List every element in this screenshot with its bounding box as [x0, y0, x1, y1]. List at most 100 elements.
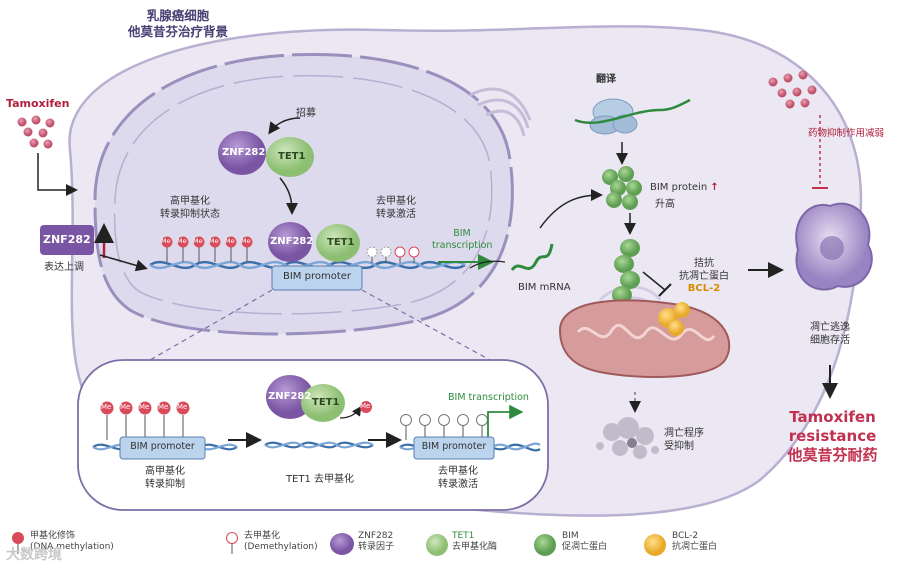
- apoptotic-cell-fragments: [596, 417, 659, 459]
- demethylation-line2: 转录激活: [376, 208, 416, 220]
- inset-step1-label: 高甲基化 转录抑制: [125, 466, 205, 491]
- bim-protein-sub: 升高: [655, 199, 675, 210]
- hypermethylation-line1: 高甲基化: [170, 196, 210, 207]
- legend-demethyl-line2: (Demethylation): [244, 542, 318, 553]
- bim-promoter-main: [271, 265, 363, 291]
- me-label-6: Me: [241, 237, 251, 245]
- inset-znf-label: ZNF282: [268, 391, 312, 402]
- inset-me-2: Me: [120, 403, 131, 411]
- tamoxifen-label: Tamoxifen: [6, 97, 70, 110]
- bim-transcription-label: BIM transcription: [432, 228, 492, 252]
- nucleus: [93, 52, 514, 336]
- drug-weakened-label: 药物抑制作用减弱: [808, 128, 885, 139]
- legend-bim-line2: 促凋亡蛋白: [562, 542, 608, 553]
- bim-protein-label: BIM protein ↑: [650, 182, 719, 195]
- mitochondrion: [558, 299, 731, 378]
- legend-bcl: BCL-2 抗凋亡蛋白: [672, 531, 717, 554]
- header-title: 乳腺癌细胞 他莫昔芬治疗背景: [118, 8, 238, 39]
- legend-methyl-line2: (DNA methylation): [30, 542, 114, 553]
- legend-bcl-line2: 抗凋亡蛋白: [672, 542, 718, 553]
- inset-step3-line1: 去甲基化: [438, 466, 478, 477]
- legend-demethyl: 去甲基化 (Demethylation): [244, 531, 318, 554]
- me-label-2: Me: [177, 237, 187, 245]
- resistance-line2: resistance: [788, 426, 877, 445]
- bim-transcription-line1: BIM: [453, 228, 471, 239]
- recruit-label: 招募: [296, 108, 316, 119]
- me-label-4: Me: [209, 237, 219, 245]
- bim-protein-cluster: [602, 166, 642, 210]
- promoter-znf-label: ZNF282: [270, 236, 314, 247]
- bim-protein-text: BIM protein: [650, 182, 708, 193]
- legend-znf: ZNF282 转录因子: [358, 531, 394, 554]
- bim-transcription-line2: transcription: [432, 239, 493, 251]
- demethylation-line1: 去甲基化: [376, 196, 416, 207]
- legend-bcl-line1: BCL-2: [672, 531, 699, 541]
- resistance-line1: Tamoxifen: [789, 408, 876, 426]
- apoptosis-inhibited-line2: 受抑制: [664, 440, 694, 452]
- tamoxifen-molecules-right: [768, 70, 817, 109]
- me-label-1: Me: [161, 237, 171, 245]
- antagonize-label: 拮抗 抗凋亡蛋白 BCL-2: [674, 258, 734, 296]
- inset-panel: [77, 359, 549, 511]
- legend-icons: [12, 532, 666, 556]
- translation-label: 翻译: [596, 74, 616, 85]
- recruit-znf-label: ZNF282: [222, 147, 266, 158]
- demethylated-sites-main: [366, 246, 420, 263]
- inset-step1-line2: 转录抑制: [145, 478, 185, 490]
- demethylation-label: 去甲基化 转录激活: [366, 196, 426, 221]
- inset-me-4: Me: [158, 403, 169, 411]
- inset-promoter-3: BIM promoter: [421, 441, 487, 452]
- legend-methyl-line1: 甲基化修饰: [30, 531, 76, 541]
- inset-step3-label: 去甲基化 转录激活: [418, 466, 498, 491]
- resistance-line3: 他莫昔芬耐药: [787, 445, 878, 464]
- surviving-cancer-cell: [795, 202, 873, 291]
- escape-line2: 细胞存活: [810, 334, 850, 346]
- ribosome: [589, 98, 638, 135]
- inset-step2-label: TET1 去甲基化: [285, 474, 355, 485]
- header-line1: 乳腺癌细胞: [146, 8, 210, 23]
- inset-step2: [264, 375, 374, 449]
- bim-promoter-label: BIM promoter: [282, 271, 352, 282]
- legend-methyl: 甲基化修饰 (DNA methylation): [30, 531, 114, 554]
- watermark: 大数跨境: [6, 547, 62, 563]
- legend-demethyl-line1: 去甲基化: [244, 531, 281, 541]
- bim-mrna: [510, 243, 554, 272]
- me-label-3: Me: [193, 237, 203, 245]
- znf282-box-label: ZNF282: [43, 233, 91, 246]
- legend-tet: TET1 去甲基化酶: [452, 531, 497, 554]
- up-arrow-icon: ↑: [710, 182, 719, 193]
- inset-me-1: Me: [101, 403, 112, 411]
- legend-znf-line2: 转录因子: [358, 542, 395, 553]
- bim-mrna-label: BIM mRNA: [518, 282, 571, 293]
- inset-transcription-label: BIM transcription: [448, 392, 529, 403]
- inset-step1-line1: 高甲基化: [145, 466, 185, 477]
- resistance-result: Tamoxifen resistance 他莫昔芬耐药: [770, 408, 895, 464]
- tamoxifen-molecules-left: [17, 115, 55, 149]
- bcl2-label: BCL-2: [687, 283, 721, 294]
- inset-tet-label: TET1: [312, 397, 340, 408]
- hypermethylation-label: 高甲基化 转录抑制状态: [150, 196, 230, 221]
- legend-tet-line1: TET1: [452, 531, 475, 541]
- inset-step3-dna: [399, 404, 541, 460]
- antagonize-line2: 抗凋亡蛋白: [679, 270, 729, 282]
- escape-line1: 凋亡逃逸: [810, 322, 850, 333]
- bcl2-protein: [658, 302, 690, 336]
- inset-step1-dna: [92, 401, 238, 460]
- dna-strand-main: [149, 260, 466, 270]
- inset-step3-line2: 转录激活: [438, 478, 478, 490]
- escape-label: 凋亡逃逸 细胞存活: [795, 322, 865, 347]
- legend-bim: BIM 促凋亡蛋白: [562, 531, 607, 554]
- znf282-upregulated-box: [40, 225, 94, 255]
- apoptosis-inhibited-line1: 凋亡程序: [664, 428, 704, 439]
- inset-me-3: Me: [139, 403, 150, 411]
- antagonize-line1: 拮抗: [694, 258, 714, 269]
- recruit-tet-label: TET1: [278, 151, 306, 162]
- legend-bim-line1: BIM: [562, 531, 579, 541]
- apoptosis-inhibited-label: 凋亡程序 受抑制: [664, 428, 704, 453]
- legend-znf-line1: ZNF282: [358, 531, 394, 541]
- znf282-caption: 表达上调: [44, 262, 84, 273]
- me-label-5: Me: [225, 237, 235, 245]
- promoter-tet-label: TET1: [327, 237, 355, 248]
- methyl-groups-main: [166, 247, 248, 262]
